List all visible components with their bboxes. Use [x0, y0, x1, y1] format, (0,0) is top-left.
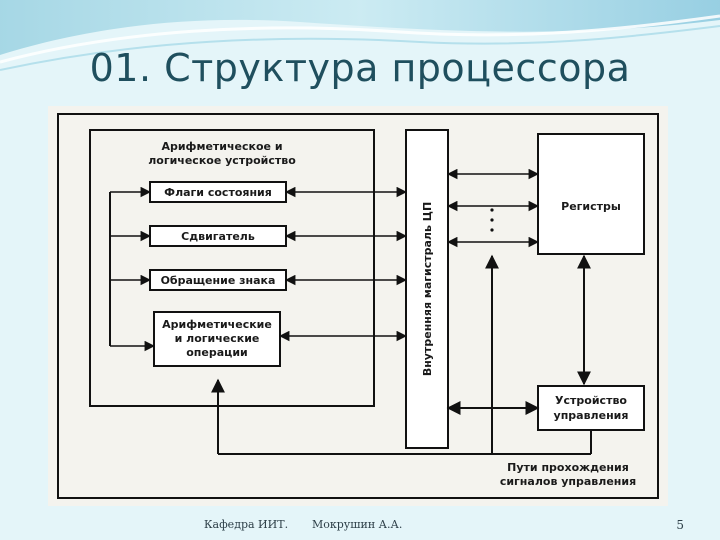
flags-label: Флаги состояния [164, 186, 272, 199]
sign-inversion-label: Обращение знака [161, 274, 276, 287]
control-unit-line1: Устройство [555, 394, 627, 407]
alu-title-line2: логическое устройство [148, 154, 296, 167]
control-paths-label-bg [494, 458, 642, 488]
alu-ops-line3: операции [186, 346, 247, 359]
top-wave-decoration [0, 0, 720, 71]
internal-bus-label: Внутренняя магистраль ЦП [421, 202, 434, 376]
registers-box [537, 133, 645, 255]
shifter-label: Сдвигатель [181, 230, 255, 243]
footer-department: Кафедра ИИТ. [204, 518, 289, 531]
diagram-canvas: Арифметическое и логическое устройство Ф… [57, 113, 659, 499]
alu-box [89, 129, 375, 407]
processor-structure-diagram: Арифметическое и логическое устройство Ф… [48, 106, 668, 506]
registers-label: Регистры [561, 200, 621, 213]
page-number: 5 [676, 518, 684, 532]
outer-frame [57, 113, 659, 499]
control-paths-line1: Пути прохождения [507, 461, 629, 474]
control-paths-line2: сигналов управления [500, 475, 636, 488]
control-unit-box [537, 385, 645, 431]
alu-ops-line1: Арифметические [162, 318, 272, 331]
alu-ops-line2: и логические [175, 332, 260, 345]
alu-title-line1: Арифметическое и [161, 140, 282, 153]
slide-title: 01. Структура процессора [89, 46, 631, 90]
footer-author: Мокрушин А.А. [312, 518, 403, 531]
internal-bus-box [405, 129, 449, 449]
control-unit-line2: управления [554, 409, 629, 422]
